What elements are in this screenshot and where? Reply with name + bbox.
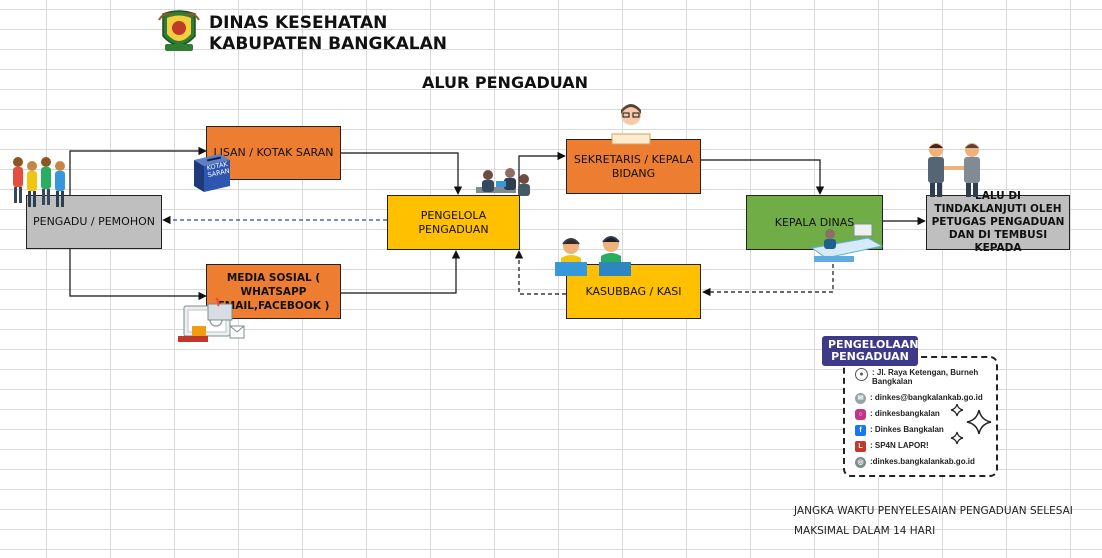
address-row: ● : Jl. Raya Ketengan, Burneh Bangkalan bbox=[855, 368, 985, 386]
location-pin-icon: ● bbox=[855, 368, 868, 381]
pengelola-box: PENGELOLA PENGADUAN bbox=[387, 195, 520, 250]
facebook-text: : Dinkes Bangkalan bbox=[870, 425, 944, 434]
arrow-pengadu-lisan bbox=[69, 146, 207, 195]
lapor-row: L : SP4N LAPOR! bbox=[855, 441, 929, 452]
tindak-box: LALU DI TINDAKLANJUTI OLEH PETUGAS PENGA… bbox=[926, 190, 1070, 254]
secretary-avatar-icon bbox=[608, 100, 654, 146]
pengadu-box: PENGADU / PEMOHON bbox=[26, 195, 162, 249]
handshake-people-icon bbox=[920, 138, 990, 198]
web-row: ◎ :dinkes.bangkalankab.go.id bbox=[855, 457, 975, 468]
kasubbag-staff-icon bbox=[555, 232, 637, 278]
email-row: ✉ : dinkes@bangkalankab.go.id bbox=[855, 393, 983, 404]
lapor-text: : SP4N LAPOR! bbox=[870, 441, 929, 450]
head-office-desk-icon bbox=[808, 218, 884, 266]
web-text: :dinkes.bangkalankab.go.id bbox=[870, 457, 975, 466]
contact-card: ● : Jl. Raya Ketengan, Burneh Bangkalan … bbox=[843, 356, 998, 477]
kepala-box: KEPALA DINAS bbox=[746, 195, 883, 250]
sparkle-icon bbox=[950, 404, 992, 445]
globe-icon: ◎ bbox=[855, 457, 866, 468]
arrow-kasubbag-pengelola bbox=[514, 250, 566, 295]
lapor-icon: L bbox=[855, 441, 866, 452]
suggestion-box-icon bbox=[190, 150, 234, 194]
sekretaris-box: SEKRETARIS / KEPALA BIDANG bbox=[566, 139, 701, 194]
kasubbag-box: KASUBBAG / KASI bbox=[566, 264, 701, 319]
meeting-office-icon bbox=[470, 165, 532, 207]
regency-emblem-icon bbox=[155, 8, 203, 56]
contact-badge: PENGELOLAAN PENGADUAN bbox=[822, 336, 919, 366]
header-line-2: KABUPATEN BANGKALAN bbox=[209, 34, 448, 54]
facebook-row: f : Dinkes Bangkalan bbox=[855, 425, 944, 436]
email-text: : dinkes@bangkalankab.go.id bbox=[870, 393, 983, 402]
arrow-sekretaris-kepala bbox=[701, 159, 825, 195]
address-text: : Jl. Raya Ketengan, Burneh Bangkalan bbox=[872, 368, 979, 386]
arrow-media-pengelola bbox=[341, 250, 461, 294]
facebook-icon: f bbox=[855, 425, 866, 436]
deadline-note-line-2: MAKSIMAL DALAM 14 HARI bbox=[794, 525, 936, 537]
email-icon: ✉ bbox=[855, 393, 866, 404]
instagram-icon: ○ bbox=[855, 409, 866, 420]
arrow-pengelola-sekretaris bbox=[518, 151, 566, 195]
deadline-note-line-1: JANGKA WAKTU PENYELESAIAN PENGADUAN SELE… bbox=[794, 505, 1073, 517]
people-group-icon bbox=[8, 152, 70, 214]
social-media-illustration-icon bbox=[178, 296, 250, 344]
arrow-pengadu-media bbox=[69, 249, 207, 301]
instagram-row: ○ : dinkesbangkalan bbox=[855, 409, 940, 420]
arrow-kepala-kasubbag bbox=[702, 250, 834, 297]
header-line-1: DINAS KESEHATAN bbox=[209, 13, 388, 33]
arrow-lisan-pengelola bbox=[341, 152, 463, 195]
instagram-text: : dinkesbangkalan bbox=[870, 409, 940, 418]
page-title: ALUR PENGADUAN bbox=[422, 73, 589, 92]
